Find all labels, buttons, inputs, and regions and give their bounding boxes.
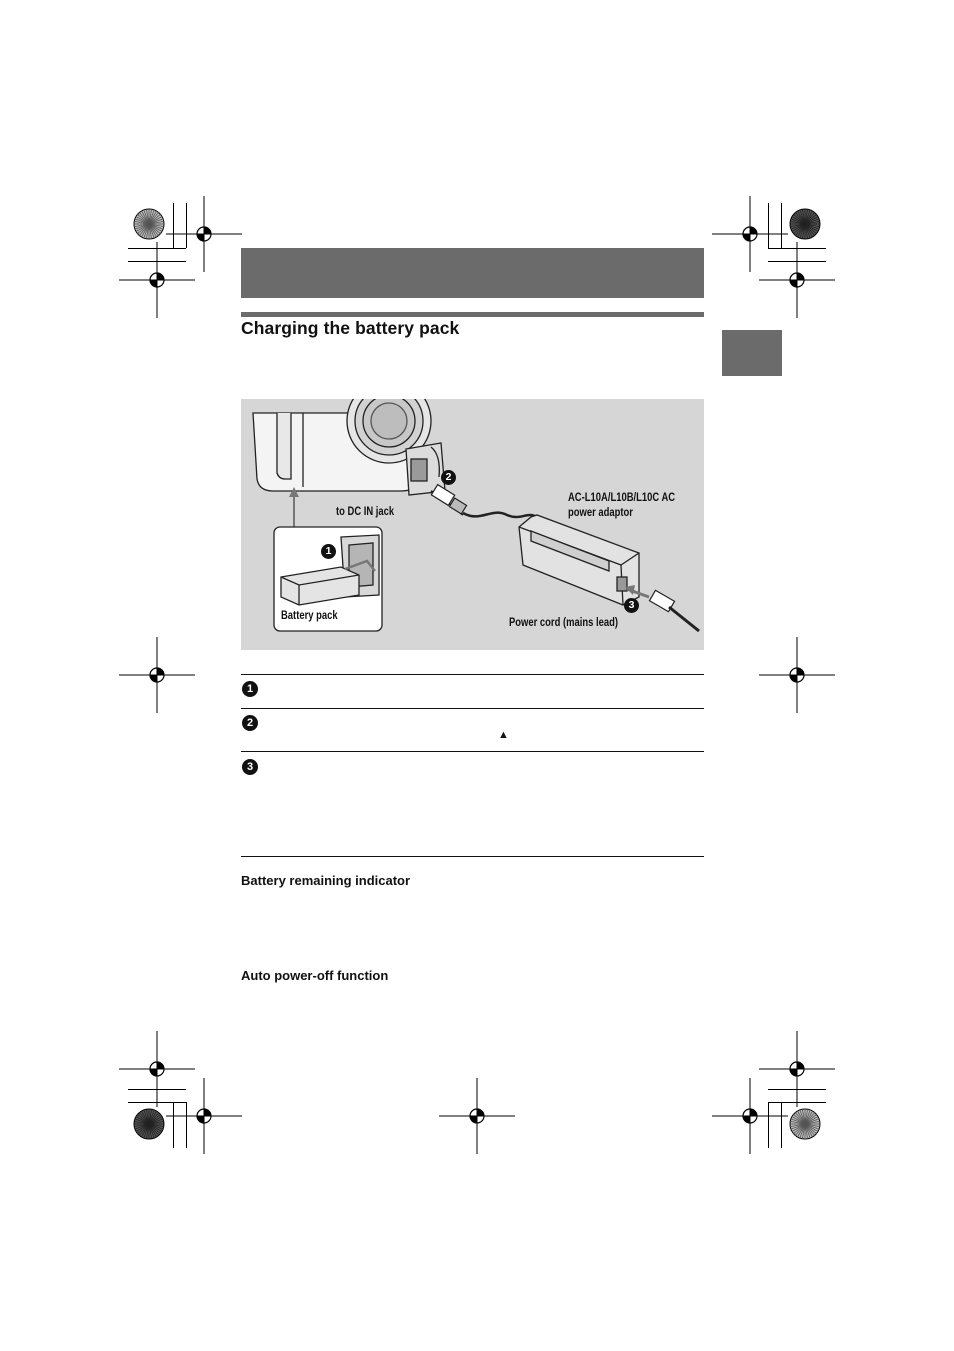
crop-mark: [173, 203, 174, 248]
auto-power-off-heading: Auto power-off function: [241, 968, 389, 983]
charging-illustration: to DC IN jack AC-L10A/L10B/L10C AC power…: [241, 399, 704, 650]
adaptor-label-line2: power adaptor: [568, 507, 633, 519]
color-wheel-icon: [789, 1108, 821, 1140]
registration-target-icon: [119, 637, 195, 713]
crop-mark: [128, 261, 186, 262]
figure-badge-1: 1: [321, 544, 336, 559]
step-badge-2: 2: [242, 715, 258, 731]
illustration-drawing: [252, 399, 700, 633]
power-cord-label: Power cord (mains lead): [509, 617, 619, 629]
side-tab: [722, 330, 782, 376]
registration-target-icon: [439, 1078, 515, 1154]
crop-mark: [781, 1102, 782, 1148]
section-rule: [241, 312, 704, 317]
registration-target-icon: [759, 1031, 835, 1107]
color-wheel-icon: [789, 208, 821, 240]
registration-target-icon: [759, 242, 835, 318]
step-rule-1: [241, 708, 704, 709]
crop-mark: [768, 261, 826, 262]
crop-mark: [128, 1089, 186, 1090]
crop-mark: [186, 1102, 187, 1148]
step-badge-1: 1: [242, 681, 258, 697]
step-rule-bottom: [241, 856, 704, 857]
registration-target-icon: [119, 242, 195, 318]
adaptor-label-line1: AC-L10A/L10B/L10C AC: [568, 492, 676, 504]
battery-remaining-heading: Battery remaining indicator: [241, 873, 411, 888]
header-band: [241, 248, 704, 298]
battery-pack-label: Battery pack: [281, 610, 338, 622]
step-rule-top: [241, 674, 704, 675]
color-wheel-icon: [133, 1108, 165, 1140]
step-badge-3: 3: [242, 759, 258, 775]
dc-in-label: to DC IN jack: [336, 506, 395, 518]
power-adaptor-illustration: [518, 514, 640, 606]
figure-badge-3: 3: [624, 598, 639, 613]
up-triangle-icon: ▲: [498, 729, 509, 741]
registration-target-icon: [166, 196, 242, 272]
camera-illustration: [252, 399, 446, 496]
crop-mark: [768, 1089, 826, 1090]
crop-mark: [768, 203, 769, 248]
crop-mark: [186, 203, 187, 248]
color-wheel-icon: [133, 208, 165, 240]
step-rule-2: [241, 751, 704, 752]
crop-mark: [768, 1102, 769, 1148]
crop-mark: [128, 248, 186, 249]
registration-target-icon: [166, 1078, 242, 1154]
page-title: Charging the battery pack: [241, 318, 460, 338]
power-cord-illustration: [648, 589, 700, 633]
registration-target-icon: [712, 196, 788, 272]
crop-mark: [768, 1102, 826, 1103]
registration-target-icon: [712, 1078, 788, 1154]
crop-mark: [768, 248, 826, 249]
crop-mark: [173, 1102, 174, 1148]
battery-inset: [273, 526, 383, 632]
crop-mark: [781, 203, 782, 248]
registration-target-icon: [119, 1031, 195, 1107]
registration-target-icon: [759, 637, 835, 713]
figure-badge-2: 2: [441, 470, 456, 485]
crop-mark: [128, 1102, 186, 1103]
dc-cable: [430, 483, 538, 519]
